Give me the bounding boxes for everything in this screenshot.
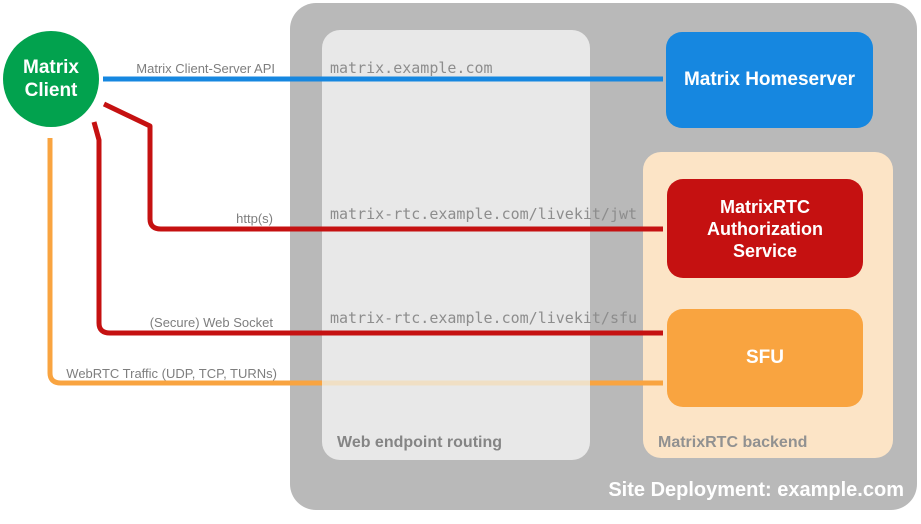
websocket-arrow-label: (Secure) Web Socket: [149, 315, 273, 330]
sfu-node: SFU: [667, 309, 863, 407]
endpoint-url-matrix: matrix.example.com: [330, 59, 493, 77]
matrix-client-label: Matrix Client: [23, 57, 79, 101]
endpoint-url-livekit-sfu: matrix-rtc.example.com/livekit/sfu: [330, 309, 638, 327]
auth-service-label: MatrixRTC Authorization Service: [707, 196, 823, 261]
matrixrtc-backend-label: MatrixRTC backend: [658, 434, 808, 451]
matrix-client-node: Matrix Client: [3, 31, 99, 127]
web-endpoint-routing-label: Web endpoint routing: [337, 434, 503, 451]
site-deployment-container: matrix.example.com matrix-rtc.example.co…: [290, 3, 917, 510]
arrow-webrtc-traffic: [47, 138, 322, 386]
webrtc-traffic-arrow-label: WebRTC Traffic (UDP, TCP, TURNs): [66, 366, 277, 381]
web-endpoint-routing-box: matrix.example.com matrix-rtc.example.co…: [322, 30, 637, 460]
matrix-homeserver-node: Matrix Homeserver: [666, 32, 873, 128]
sfu-label: SFU: [746, 347, 784, 368]
https-arrow-label: http(s): [236, 211, 273, 226]
matrixrtc-backend-box: MatrixRTC Authorization Service SFU Matr…: [643, 152, 893, 458]
client-server-api-arrow-label: Matrix Client-Server API: [136, 61, 275, 76]
site-deployment-label: Site Deployment: example.com: [608, 479, 904, 501]
endpoint-url-livekit-jwt: matrix-rtc.example.com/livekit/jwt: [330, 205, 638, 223]
matrix-homeserver-label: Matrix Homeserver: [683, 69, 856, 90]
matrixrtc-authorization-service-node: MatrixRTC Authorization Service: [667, 179, 863, 278]
